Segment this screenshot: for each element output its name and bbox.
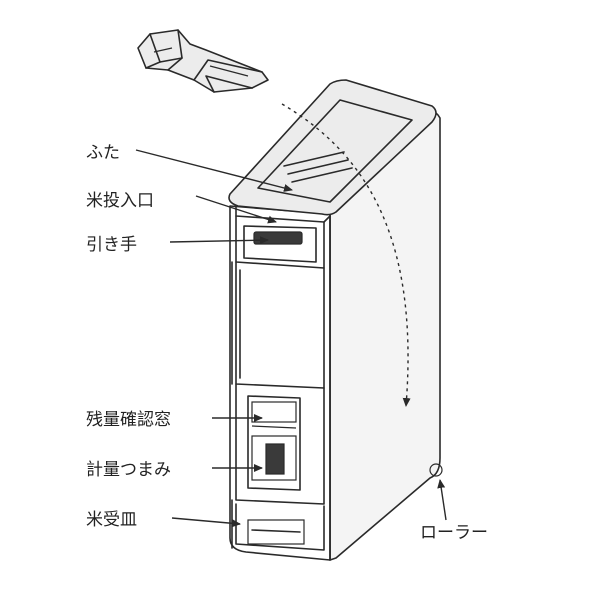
label-rice-tray: 米受皿 xyxy=(86,510,137,530)
label-lid: ふた xyxy=(86,143,120,163)
label-roller: ローラー xyxy=(420,523,488,543)
label-measure-knob: 計量つまみ xyxy=(86,460,171,480)
rice-tray-rect xyxy=(247,519,305,545)
label-rice-inlet: 米投入口 xyxy=(86,191,154,211)
leader-lines xyxy=(135,149,447,528)
measure-knob-grip xyxy=(265,443,285,475)
lid-open-arc-arrow xyxy=(281,103,411,407)
opened-lid-illustration xyxy=(137,29,269,93)
level-window xyxy=(251,401,297,423)
label-handle: 引き手 xyxy=(86,235,137,255)
roller xyxy=(429,463,443,477)
dispenser-body xyxy=(228,79,441,561)
handle-slot xyxy=(253,231,303,245)
label-level-window: 残量確認窓 xyxy=(86,410,171,430)
measure-knob xyxy=(251,435,297,481)
